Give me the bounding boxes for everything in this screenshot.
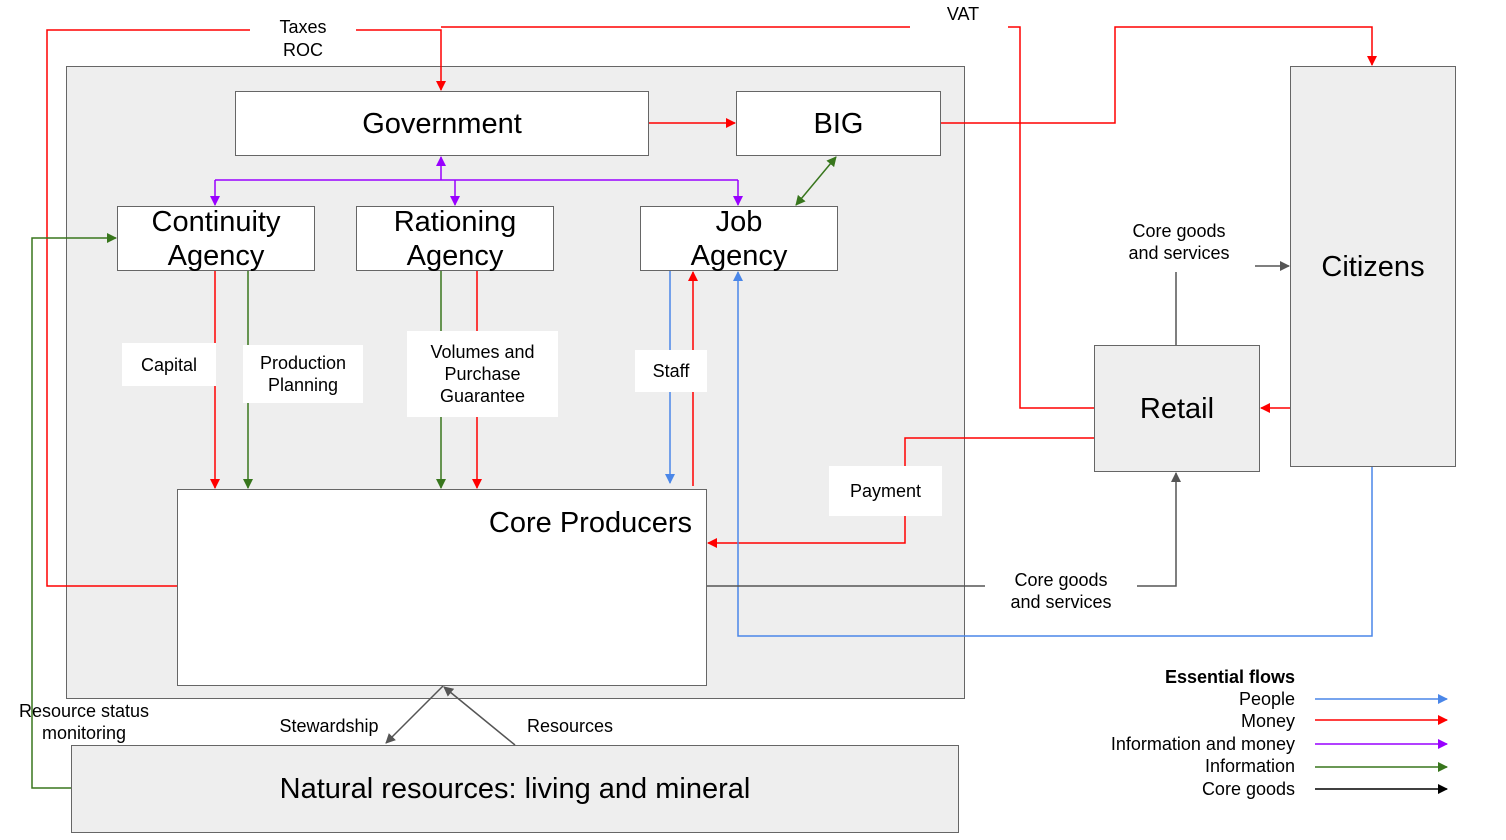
legend-title: Essential flows bbox=[1164, 667, 1295, 687]
node-label: Continuity Agency bbox=[151, 205, 281, 272]
node-retail: Retail bbox=[1094, 345, 1260, 472]
arrow-stewardship bbox=[385, 685, 444, 744]
legend-item-information: Information bbox=[1204, 756, 1295, 776]
label-resources: Resources bbox=[526, 716, 614, 736]
arrow-retail-citizens bbox=[1175, 266, 1289, 345]
node-big: BIG bbox=[736, 91, 941, 156]
arrow-resource-monitoring bbox=[31, 233, 117, 789]
arrow-citizens-job bbox=[733, 271, 1373, 637]
legend-item-money: Money bbox=[1240, 711, 1295, 731]
node-label: Job Agency bbox=[690, 205, 788, 272]
label-core-goods-retail: Core goods and services bbox=[990, 569, 1132, 613]
node-label: Rationing Agency bbox=[393, 205, 517, 272]
node-label: Core Producers bbox=[488, 507, 692, 539]
arrow-taxes bbox=[46, 29, 441, 587]
node-core-producers: Core Producers bbox=[177, 489, 707, 686]
node-government: Government bbox=[235, 91, 649, 156]
label-core-goods-citizens: Core goods and services bbox=[1110, 220, 1248, 264]
node-label: Government bbox=[362, 107, 522, 140]
node-rationing-agency: Rationing Agency bbox=[356, 205, 554, 272]
node-job-agency: Job Agency bbox=[640, 205, 838, 272]
label-payment: Payment bbox=[829, 466, 942, 516]
node-citizens: Citizens bbox=[1290, 66, 1456, 467]
label-capital: Capital bbox=[122, 343, 216, 386]
label-production-planning: Production Planning bbox=[243, 345, 363, 403]
label-volumes-purchase-guarantee: Volumes and Purchase Guarantee bbox=[407, 331, 558, 417]
node-continuity-agency: Continuity Agency bbox=[117, 205, 315, 272]
label-taxes: Taxes bbox=[262, 16, 344, 38]
arrow-resources bbox=[443, 686, 516, 746]
label-roc: ROC bbox=[262, 39, 344, 61]
node-natural-resources: Natural resources: living and mineral bbox=[71, 745, 959, 833]
legend-item-core-goods: Core goods bbox=[1201, 779, 1295, 799]
label-staff: Staff bbox=[635, 350, 707, 392]
node-label: Citizens bbox=[1321, 250, 1425, 283]
arrow-vat bbox=[441, 26, 1094, 409]
arrow-producers-retail bbox=[707, 473, 1176, 587]
label-vat: VAT bbox=[920, 3, 1006, 25]
arrow-big-job bbox=[795, 156, 837, 206]
node-label: BIG bbox=[813, 107, 864, 140]
arrow-big-citizens bbox=[941, 26, 1377, 124]
node-label: Natural resources: living and mineral bbox=[279, 773, 751, 805]
legend-item-people: People bbox=[1238, 689, 1295, 709]
label-resource-status-monitoring: Resource status monitoring bbox=[18, 701, 150, 743]
label-stewardship: Stewardship bbox=[279, 716, 379, 736]
node-label: Retail bbox=[1139, 392, 1215, 425]
legend-item-info-money: Information and money bbox=[1110, 734, 1295, 754]
